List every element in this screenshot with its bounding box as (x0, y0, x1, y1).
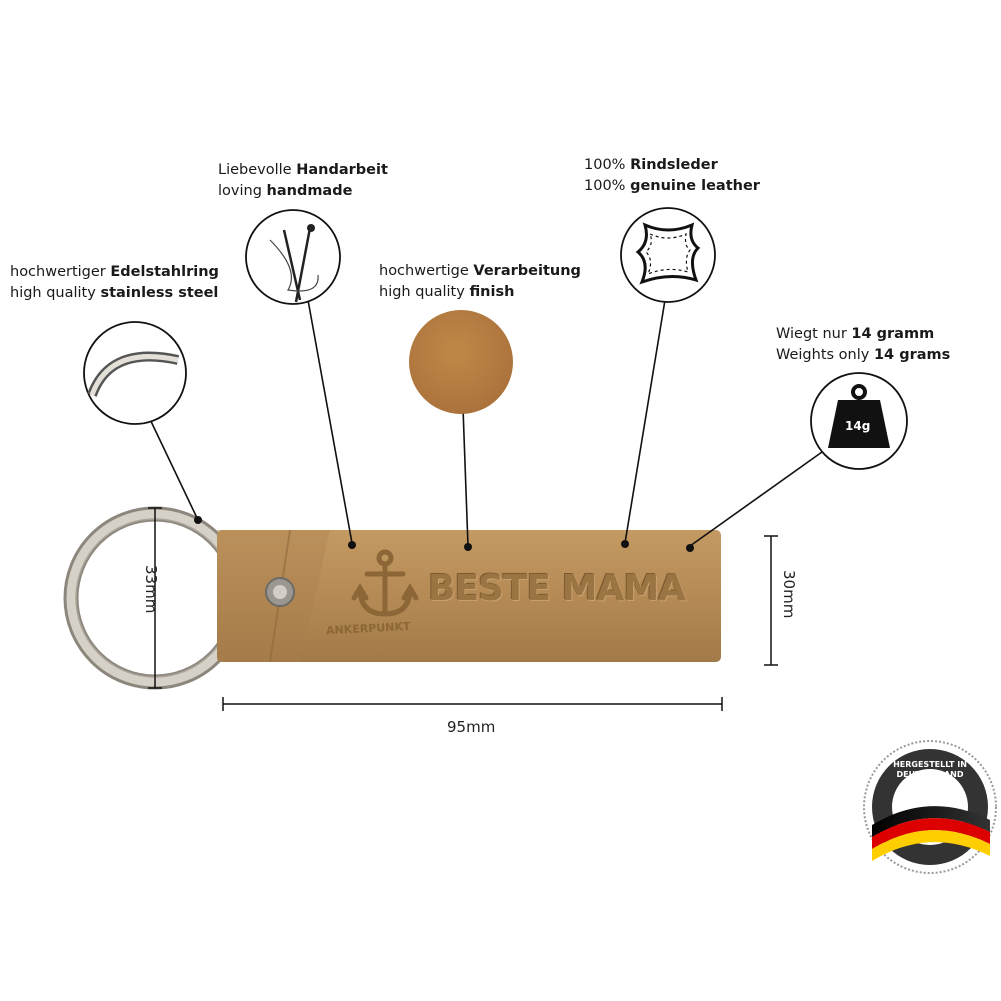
finish-swatch (409, 310, 513, 414)
needle-icon (245, 209, 341, 305)
ring-detail-icon (83, 321, 187, 425)
label-ring: hochwertiger Edelstahlring high quality … (10, 264, 219, 301)
label-finish: hochwertige Verarbeitung high quality fi… (379, 263, 581, 300)
tag-length-label: 95mm (447, 718, 496, 736)
engraving-text: BESTE MAMA (428, 568, 686, 609)
weight-icon-text: 14g (845, 419, 871, 433)
callout-lines (147, 299, 823, 547)
leather-hide-icon (620, 207, 716, 303)
label-weight: Wiegt nur 14 gramm Weights only 14 grams (776, 326, 951, 363)
label-leather: 100% Rindsleder 100% genuine leather (584, 157, 760, 194)
dimension-lines (148, 507, 778, 711)
made-in-germany-badge (863, 740, 997, 874)
callout-dots (194, 516, 694, 552)
ring-height-label: 33mm (142, 565, 160, 614)
anchor-icon (351, 549, 419, 617)
weight-icon (810, 372, 908, 470)
leather-tag (217, 529, 721, 663)
tag-height-label: 30mm (780, 570, 798, 619)
label-handmade: Liebevolle Handarbeit loving handmade (218, 162, 388, 199)
badge-text: HERGESTELLT IN DEUTSCHLAND (893, 760, 967, 779)
